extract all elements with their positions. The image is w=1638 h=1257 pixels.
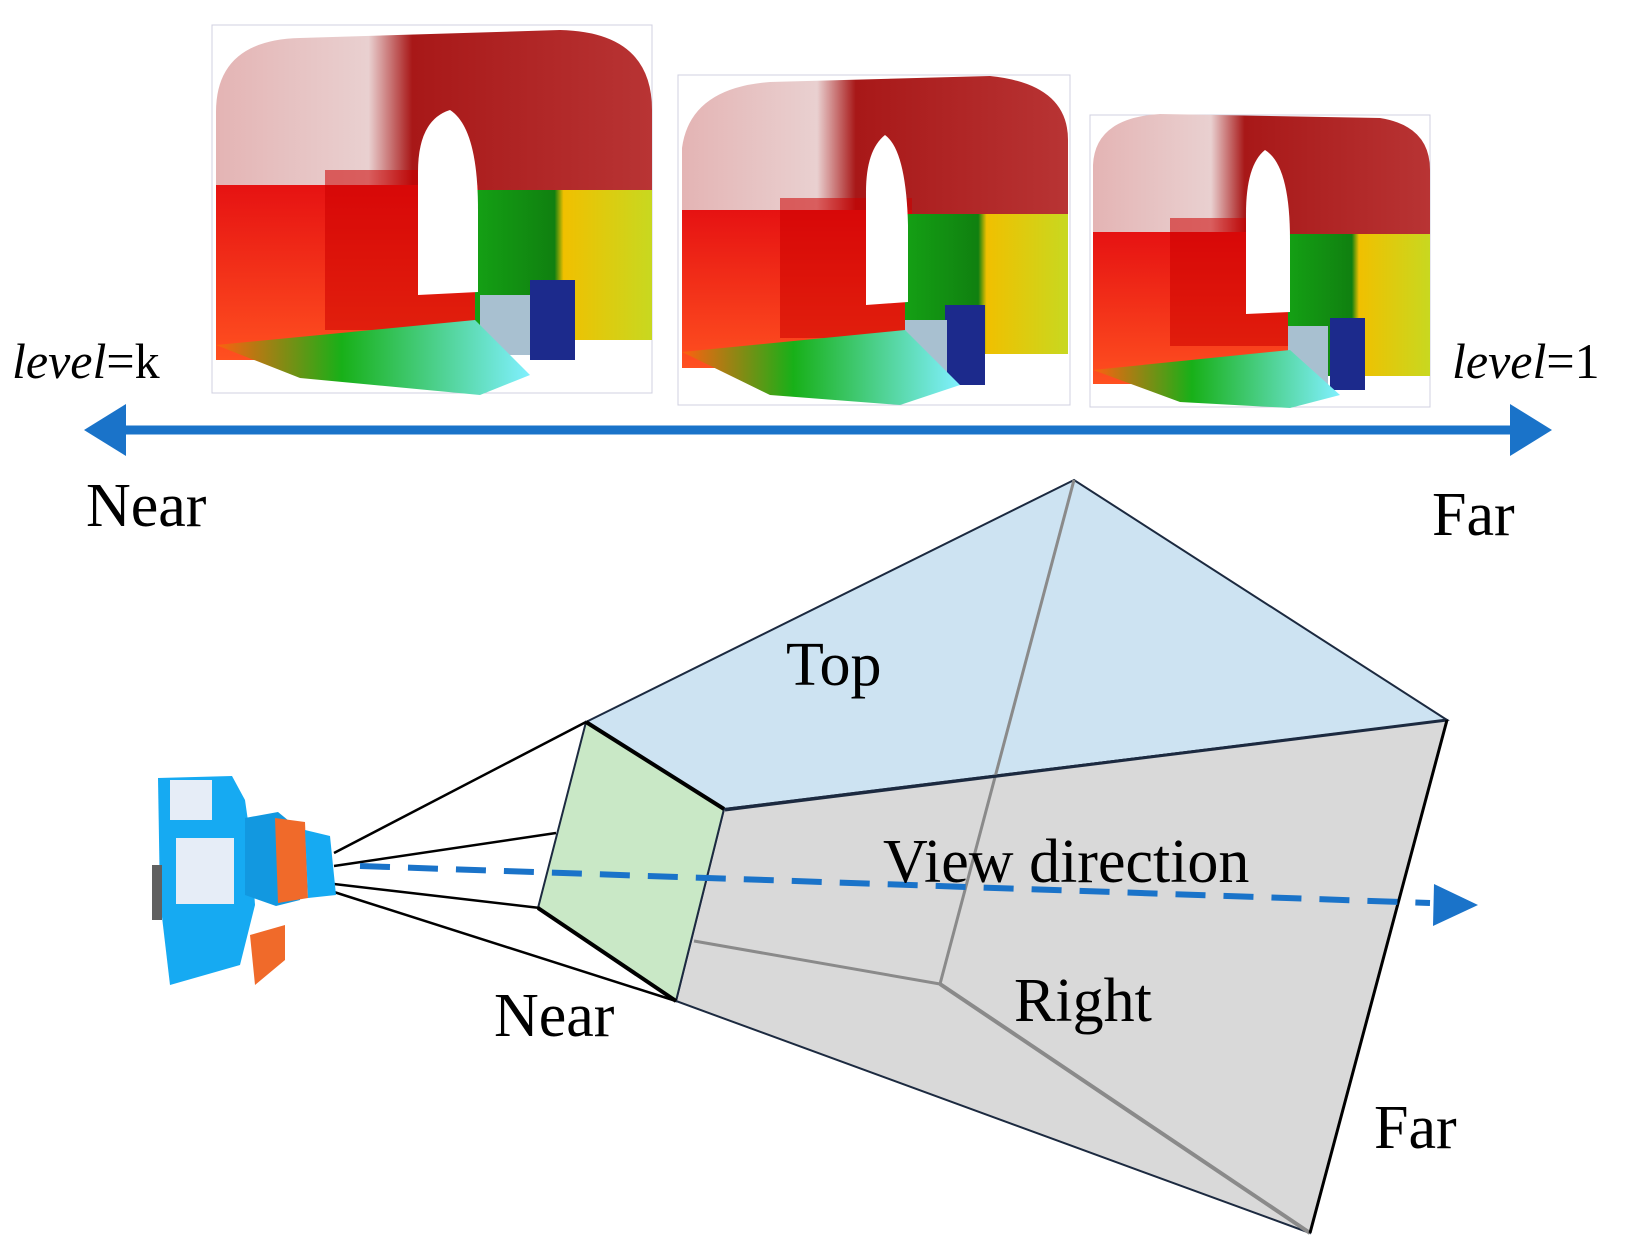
level-1-label: level=1 xyxy=(1452,333,1600,389)
camera-rays xyxy=(333,720,677,1003)
lod-model-1 xyxy=(211,24,653,395)
lod-model-3 xyxy=(1089,114,1431,408)
frustum-top-label: Top xyxy=(786,631,882,699)
camera-icon xyxy=(152,776,336,985)
lod-model-2 xyxy=(677,74,1071,406)
view-frustum xyxy=(536,478,1450,1235)
frustum-far-label: Far xyxy=(1374,1094,1457,1162)
view-direction-arrow xyxy=(359,863,1478,926)
level-k-label: level=k xyxy=(12,333,160,389)
frustum-right-label: Right xyxy=(1014,967,1152,1035)
frustum-near-label: Near xyxy=(494,982,615,1050)
axis-far-label: Far xyxy=(1432,481,1515,549)
level-axis-arrow xyxy=(84,404,1552,456)
axis-near-label: Near xyxy=(86,472,207,540)
view-direction-label: View direction xyxy=(883,828,1249,896)
